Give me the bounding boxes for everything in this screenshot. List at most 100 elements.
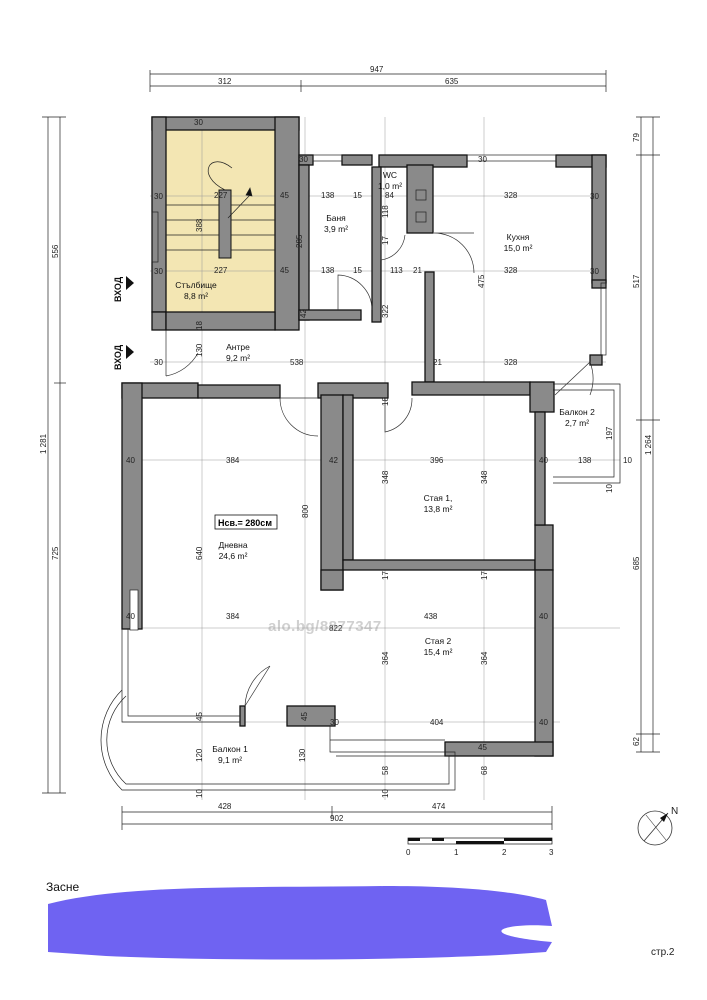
caption: Засне [46,880,80,894]
svg-text:40: 40 [539,456,548,465]
watermark: alo.bg/8877347 [268,618,382,635]
dim-bottom-right: 474 [432,802,446,811]
svg-text:40: 40 [539,612,548,621]
windows [129,154,607,631]
svg-text:30: 30 [299,155,308,164]
svg-text:138: 138 [578,456,592,465]
svg-text:17: 17 [381,571,390,580]
height-label: Нсв.= 280см [218,518,272,528]
scale-bar: 0 1 2 3 [406,837,554,857]
svg-text:40: 40 [126,456,135,465]
svg-text:138: 138 [321,266,335,275]
svg-text:68: 68 [480,766,489,775]
svg-text:285: 285 [295,234,304,248]
svg-text:322: 322 [381,304,390,318]
stair-name: Стълбище [175,280,217,290]
entrance-arrows [126,276,134,359]
svg-text:10: 10 [195,789,204,798]
svg-text:227: 227 [214,191,228,200]
svg-text:364: 364 [381,651,390,665]
svg-text:438: 438 [424,612,438,621]
dimension-lines [42,70,660,830]
dim-left-upper: 556 [51,244,60,258]
height-label-box [214,514,278,530]
stair-area: 8,8 m² [184,291,208,301]
redaction-scribble [48,886,552,960]
svg-text:396: 396 [430,456,444,465]
balcony1-area: 9,1 m² [218,755,242,765]
room1-name: Стая 1, [424,493,453,503]
svg-text:388: 388 [195,218,204,232]
dim-right-c: 685 [632,556,641,570]
dim-top-left: 312 [218,77,232,86]
svg-text:30: 30 [478,155,487,164]
inner-dimensions: 30 30 30 30 30 30 30 30 227 227 388 45 4… [126,118,632,798]
svg-text:800: 800 [301,504,310,518]
svg-text:640: 640 [195,546,204,560]
svg-text:118: 118 [381,205,390,218]
balcony2-area: 2,7 m² [565,418,589,428]
svg-text:404: 404 [430,718,444,727]
walls [121,116,607,757]
svg-text:30: 30 [330,718,339,727]
svg-text:384: 384 [226,456,240,465]
svg-text:822: 822 [329,624,343,633]
hall-name: Антре [226,342,250,352]
balcony1-name: Балкон 1 [212,744,248,754]
north-arrow-icon: N [637,806,678,846]
svg-text:15: 15 [353,191,362,200]
entry-lower: ВХОД [113,344,123,370]
bath-name: Баня [326,213,346,223]
svg-text:10: 10 [605,484,614,493]
wc-name: WC [383,170,397,180]
svg-text:130: 130 [298,748,307,762]
dim-left-total: 1 281 [39,433,48,454]
svg-text:1: 1 [454,848,459,857]
dim-right-d: 62 [632,737,641,746]
kitchen-name: Кухня [507,232,530,242]
stair-steps [166,161,275,251]
svg-text:58: 58 [381,766,390,775]
bath-area: 3,9 m² [324,224,348,234]
dim-right-b: 517 [632,274,641,288]
svg-text:30: 30 [590,267,599,276]
svg-text:18: 18 [381,397,390,406]
balcony2-name: Балкон 2 [559,407,595,417]
svg-text:227: 227 [214,266,228,275]
svg-text:15: 15 [353,266,362,275]
dim-top-right: 635 [445,77,459,86]
svg-text:42: 42 [329,456,338,465]
svg-text:40: 40 [539,718,548,727]
svg-text:3: 3 [549,848,554,857]
svg-text:10: 10 [623,456,632,465]
svg-text:348: 348 [480,470,489,484]
stove-icon [415,189,427,223]
svg-text:30: 30 [154,192,163,201]
balconies [100,383,621,791]
svg-text:384: 384 [226,612,240,621]
svg-text:30: 30 [194,118,203,127]
svg-text:120: 120 [195,748,204,762]
page-number: стр.2 [651,947,675,958]
dim-right-total: 1 264 [644,434,653,455]
svg-text:475: 475 [477,274,486,288]
svg-text:45: 45 [300,712,309,721]
svg-text:197: 197 [605,426,614,440]
svg-text:45: 45 [478,743,487,752]
svg-text:30: 30 [154,267,163,276]
north-label: N [671,806,678,817]
svg-text:328: 328 [504,191,518,200]
living-area: 24,6 m² [219,551,248,561]
dim-top-total: 947 [370,65,384,74]
living-name: Дневна [218,540,247,550]
svg-text:45: 45 [195,712,204,721]
svg-text:84: 84 [385,191,394,200]
svg-text:45: 45 [280,191,289,200]
dim-bottom-left: 428 [218,802,232,811]
entry-upper: ВХОД [113,276,123,302]
svg-text:30: 30 [590,192,599,201]
dim-right-a: 79 [632,133,641,142]
dim-bottom-total: 902 [330,814,344,823]
svg-text:328: 328 [504,266,518,275]
svg-text:113: 113 [390,266,403,275]
